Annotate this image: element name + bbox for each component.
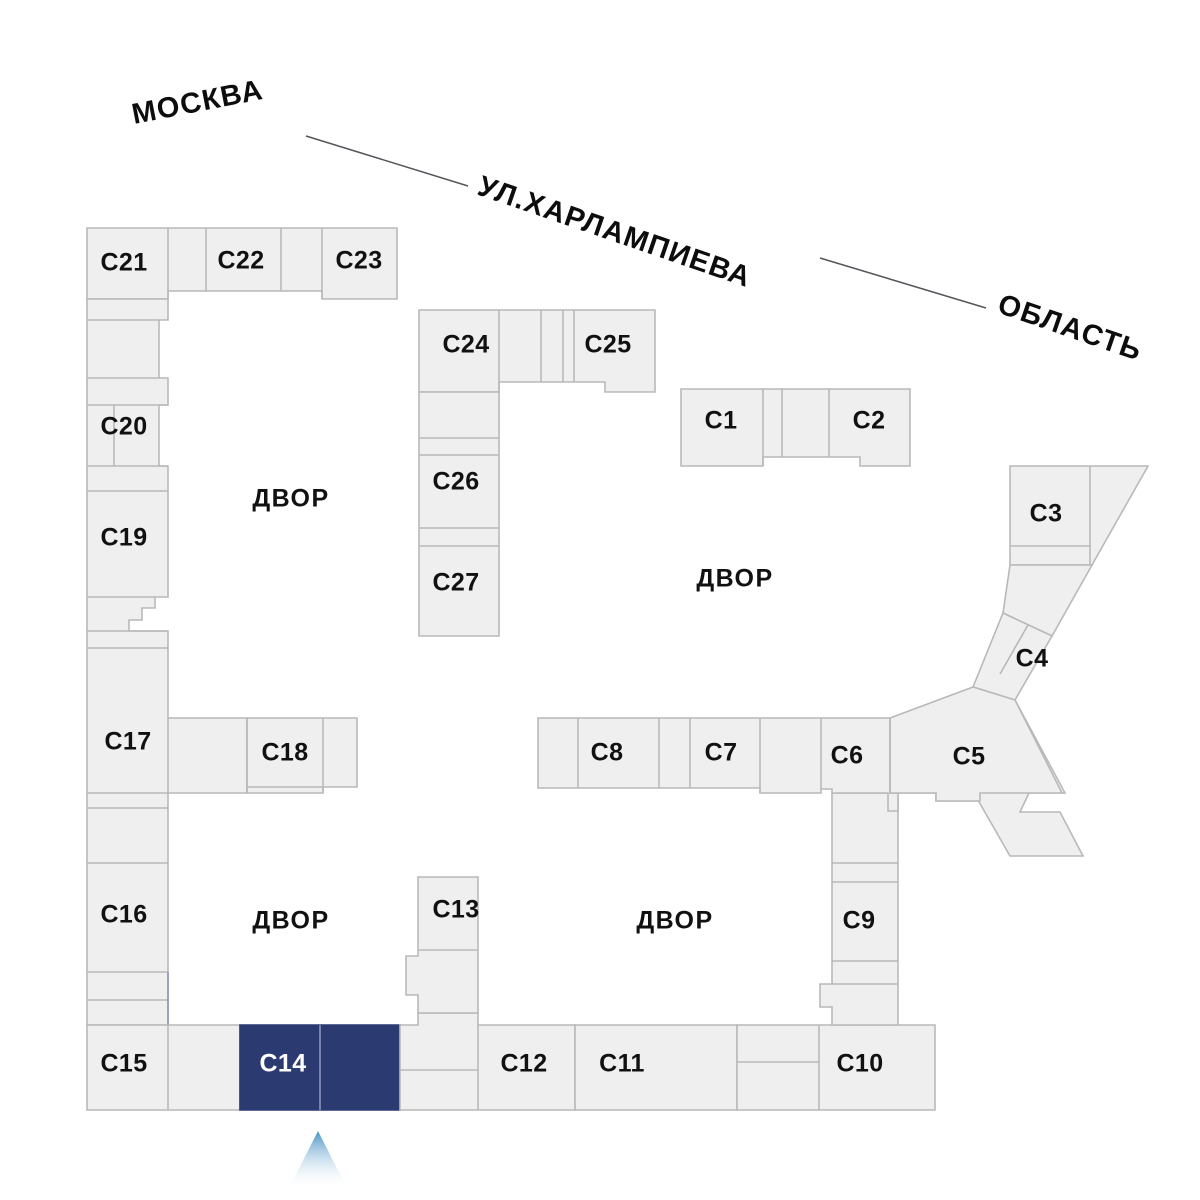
dividers-c10 (737, 1025, 820, 1110)
block-label-c24: C24 (442, 331, 489, 359)
block-label-c21: C21 (100, 249, 147, 277)
block-label-c4: C4 (1016, 645, 1049, 673)
yard-label-southwest: ДВОР (252, 907, 329, 935)
leader-line-left (305, 135, 469, 187)
block-label-c7: C7 (705, 739, 738, 767)
block-shape-c5-join[interactable] (889, 686, 1064, 802)
label-moscow: МОСКВА (129, 74, 266, 131)
dividers-c24-c25 (498, 310, 575, 392)
leader-line-right (819, 257, 987, 309)
block-shape-c12-c13[interactable] (399, 1012, 576, 1111)
dividers-top-bar (167, 228, 323, 299)
label-region: ОБЛАСТЬ (994, 288, 1147, 367)
block-shape-c13-stem[interactable] (405, 876, 479, 1014)
block-shape-c1-c2[interactable] (680, 388, 911, 467)
label-street-name: УЛ.ХАРЛАМПИЕВА (474, 170, 756, 294)
block-label-c23: C23 (335, 247, 382, 275)
block-labels: C1 C2 C3 C4 C5 C6 C7 C8 C9 C10 C11 C12 C… (100, 247, 1062, 1078)
block-label-c12: C12 (500, 1050, 547, 1078)
block-label-c25: C25 (584, 331, 631, 359)
block-label-c9: C9 (843, 907, 876, 935)
yard-label-northwest: ДВОР (252, 485, 329, 513)
yard-label-northeast: ДВОР (696, 565, 773, 593)
block-label-c17: C17 (104, 728, 151, 756)
dividers-west-spine (87, 319, 169, 1001)
dividers-c9 (832, 862, 898, 985)
block-shape-c9-spine[interactable] (819, 792, 899, 1026)
block-label-c5: C5 (953, 743, 986, 771)
block-label-c16: C16 (100, 901, 147, 929)
block-label-c10: C10 (836, 1050, 883, 1078)
block-group-c1-c2 (680, 388, 911, 467)
block-label-c15: C15 (100, 1050, 147, 1078)
block-shape-c26-c27-stem[interactable] (418, 391, 500, 637)
block-label-c20: C20 (100, 413, 147, 441)
block-label-c27: C27 (432, 569, 479, 597)
block-label-c1: C1 (705, 407, 738, 435)
block-group-c9-spine (819, 792, 899, 1026)
block-label-c26: C26 (432, 468, 479, 496)
block-label-c11: C11 (599, 1050, 645, 1078)
block-group-south (86, 876, 936, 1111)
dividers-c18 (246, 718, 324, 793)
dividers-c26-c27 (419, 437, 499, 547)
block-group-c5-join (889, 686, 1064, 802)
block-group-west (86, 227, 398, 1026)
dividers-c3 (1010, 466, 1091, 565)
block-label-c2: C2 (853, 407, 886, 435)
block-label-c3: C3 (1030, 500, 1063, 528)
block-label-c19: C19 (100, 524, 147, 552)
block-label-c13: C13 (432, 896, 479, 924)
block-label-c8: C8 (591, 739, 624, 767)
block-label-c22: C22 (217, 247, 264, 275)
block-label-c18: C18 (261, 739, 308, 767)
block-group-c24-c27 (418, 309, 656, 637)
yard-labels: ДВОР ДВОР ДВОР ДВОР (252, 485, 773, 935)
dividers-c1-c2 (762, 389, 830, 466)
block-label-c14: C14 (259, 1050, 306, 1078)
yard-label-southeast: ДВОР (636, 907, 713, 935)
north-arrow-icon (290, 1131, 346, 1186)
dividers-c12 (400, 1025, 479, 1110)
block-label-c6: C6 (831, 742, 864, 770)
dividers-c4 (999, 624, 1029, 675)
